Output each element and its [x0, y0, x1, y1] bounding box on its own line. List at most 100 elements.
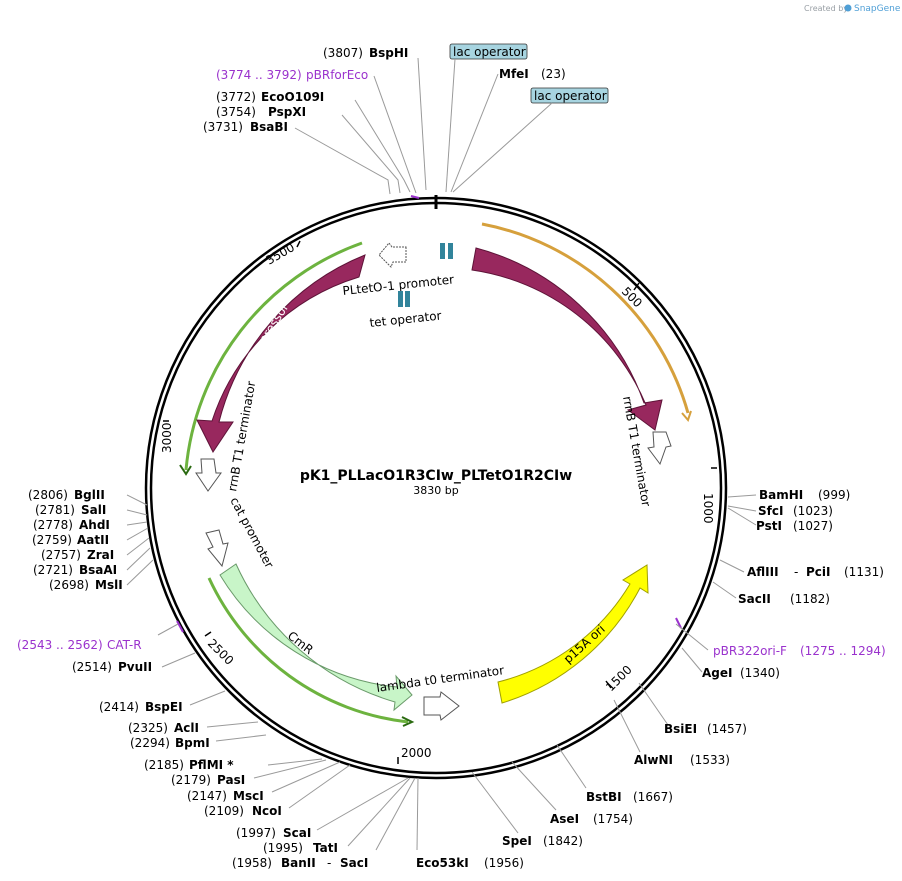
enzyme-bsaai: BsaAI: [79, 563, 117, 577]
primer-arc-right-head: [681, 410, 692, 422]
enzyme-pos-banii: (1958): [232, 856, 272, 870]
feature-lac-operator-1[interactable]: [440, 243, 445, 259]
feature-label-lambda-repressor-left: λ repressor: [244, 301, 292, 366]
enzyme-spei: SpeI: [502, 834, 532, 848]
watermark-brand[interactable]: SnapGene: [854, 4, 901, 14]
primer-arc-bottom-head: [401, 716, 415, 727]
feature-pltet-promoter[interactable]: [378, 242, 407, 268]
enzyme-alwni: AlwNI: [634, 753, 673, 767]
tick-label-3000: 3000: [160, 422, 174, 453]
feature-p15a-ori[interactable]: [497, 564, 649, 704]
feature-cat-promoter[interactable]: [205, 529, 229, 568]
primer-pbrforeco: pBRforEco: [306, 68, 368, 82]
watermark-created-by: Created by: [804, 4, 848, 13]
enzyme-pos-sacii: (1182): [790, 592, 830, 606]
primer-arc-left-head: [179, 464, 192, 476]
enzyme-pos-afliii: (1131): [844, 565, 884, 579]
enzyme-ecoo109i: EcoO109I: [261, 90, 324, 104]
enzyme-pos-sfci: (1023): [793, 504, 833, 518]
tick-mark-2500: [204, 631, 212, 637]
tick-mark-500: [633, 282, 640, 291]
enzyme-pos-pvuii: (2514): [72, 660, 112, 674]
feature-tet-operator-a[interactable]: [398, 291, 403, 307]
enzyme-pos-bamhi: (999): [818, 488, 850, 502]
feature-rrnb-terminator-right[interactable]: [647, 431, 672, 466]
enzyme-bpmi: BpmI: [175, 736, 210, 750]
feature-rrnb-terminator-left[interactable]: [195, 458, 222, 492]
feature-label-box-lac-operator-1: [449, 43, 528, 60]
enzyme-pos-pasi: (2179): [171, 773, 211, 787]
enzyme-pos-bsabi: (3731): [203, 120, 243, 134]
feature-tet-operator-b[interactable]: [405, 291, 410, 307]
feature-label-rrnb-terminator-left: rrnB T1 terminator: [225, 380, 258, 492]
enzyme-afliii: AflIII: [747, 565, 779, 579]
enzyme-pos-aatii: (2759): [32, 533, 72, 547]
enzyme-agei: AgeI: [702, 666, 732, 680]
primer-arc-left: [184, 241, 363, 471]
enzyme-ahdi: AhdI: [79, 518, 110, 532]
tick-label-2000: 2000: [401, 746, 432, 760]
enzyme-asei: AseI: [550, 812, 579, 826]
enzyme-ncoi: NcoI: [252, 804, 282, 818]
feature-lambda-repressor-left[interactable]: [196, 254, 366, 453]
enzyme-pos-alwni: (1533): [690, 753, 730, 767]
plasmid-name: pK1_PLLacO1R3CIw_PLTetO1R2CIw: [300, 468, 572, 484]
enzyme-pvuii: PvuII: [118, 660, 152, 674]
enzyme-pos-ecoo109i: (3772): [216, 90, 256, 104]
feature-lambda-t0-terminator[interactable]: [423, 691, 460, 721]
enzyme-pos-pflmi: (2185): [144, 758, 184, 772]
tick-label-1500: 1500: [603, 663, 634, 694]
primer-arc-bottom: [207, 577, 409, 724]
feature-label-box-lac-operator-2: [530, 87, 609, 104]
enzyme-msli: MslI: [95, 578, 123, 592]
primer-marker-pbrforeco: [410, 195, 420, 199]
feature-label-p15a-ori: p15A ori: [561, 622, 608, 666]
enzyme-mfei: MfeI: [499, 67, 529, 81]
tick-mark-3500: [296, 240, 301, 248]
enzyme-banii: BanII: [281, 856, 316, 870]
enzyme-pos-ahdi: (2778): [33, 518, 73, 532]
leader-lines: [126, 57, 757, 851]
enzyme-pos-spei: (1842): [543, 834, 583, 848]
feature-cmr[interactable]: [219, 563, 413, 712]
enzyme-separator-afliii: -: [794, 565, 798, 579]
enzyme-pos-sali: (2781): [35, 503, 75, 517]
enzyme-separator-banii: -: [327, 856, 331, 870]
enzyme-bamhi: BamHI: [759, 488, 803, 502]
enzyme-aatii: AatII: [77, 533, 109, 547]
enzyme-bglii: BglII: [74, 488, 105, 502]
enzyme-pos-bsphi: (3807): [323, 46, 363, 60]
enzyme-pos-asei: (1754): [593, 812, 633, 826]
enzyme-bsphi: BspHI: [369, 46, 408, 60]
feature-lac-operator-2[interactable]: [448, 243, 453, 259]
enzyme-saci: SacI: [340, 856, 368, 870]
primer-labels: (3774 .. 3792) pBRforEco pBR322ori-F (12…: [17, 68, 886, 658]
enzyme-pos-bspei: (2414): [99, 700, 139, 714]
enzyme-pcii: PciI: [806, 565, 831, 579]
feature-lambda-repressor-right[interactable]: [471, 247, 663, 431]
feature-label-lambda-t0-terminator: lambda t0 terminator: [375, 663, 504, 695]
enzyme-pos-msli: (2698): [49, 578, 89, 592]
enzyme-pasi: PasI: [217, 773, 245, 787]
primer-marker-catr: [176, 620, 184, 633]
enzyme-bsiei: BsiEI: [664, 722, 697, 736]
enzyme-pos-mfei: (23): [541, 67, 566, 81]
enzyme-bspei: BspEI: [145, 700, 183, 714]
enzyme-pos-bsiei: (1457): [707, 722, 747, 736]
tick-mark-1500: [605, 680, 612, 689]
enzyme-bsabi: BsaBI: [250, 120, 288, 134]
enzyme-eco53ki: Eco53kI: [416, 856, 469, 870]
enzyme-pflmi: PflMI *: [189, 758, 234, 772]
enzyme-pos-bsaai: (2721): [33, 563, 73, 577]
tick-label-500: 500: [619, 284, 645, 310]
enzyme-sali: SalI: [81, 503, 106, 517]
enzyme-labels: (3807) BspHI MfeI (23) (3772) EcoO109I (…: [28, 46, 884, 870]
primer-marker-pbr322ori: [675, 617, 682, 629]
enzyme-pspxi: PspXI: [268, 105, 306, 119]
primer-pbr322ori: pBR322ori-F: [713, 644, 787, 658]
enzyme-pos-ncoi: (2109): [204, 804, 244, 818]
enzyme-pos-psti: (1027): [793, 519, 833, 533]
feature-label-lac-operator-2: lac operator: [534, 89, 607, 103]
feature-label-lac-operator-1: lac operator: [453, 45, 526, 59]
